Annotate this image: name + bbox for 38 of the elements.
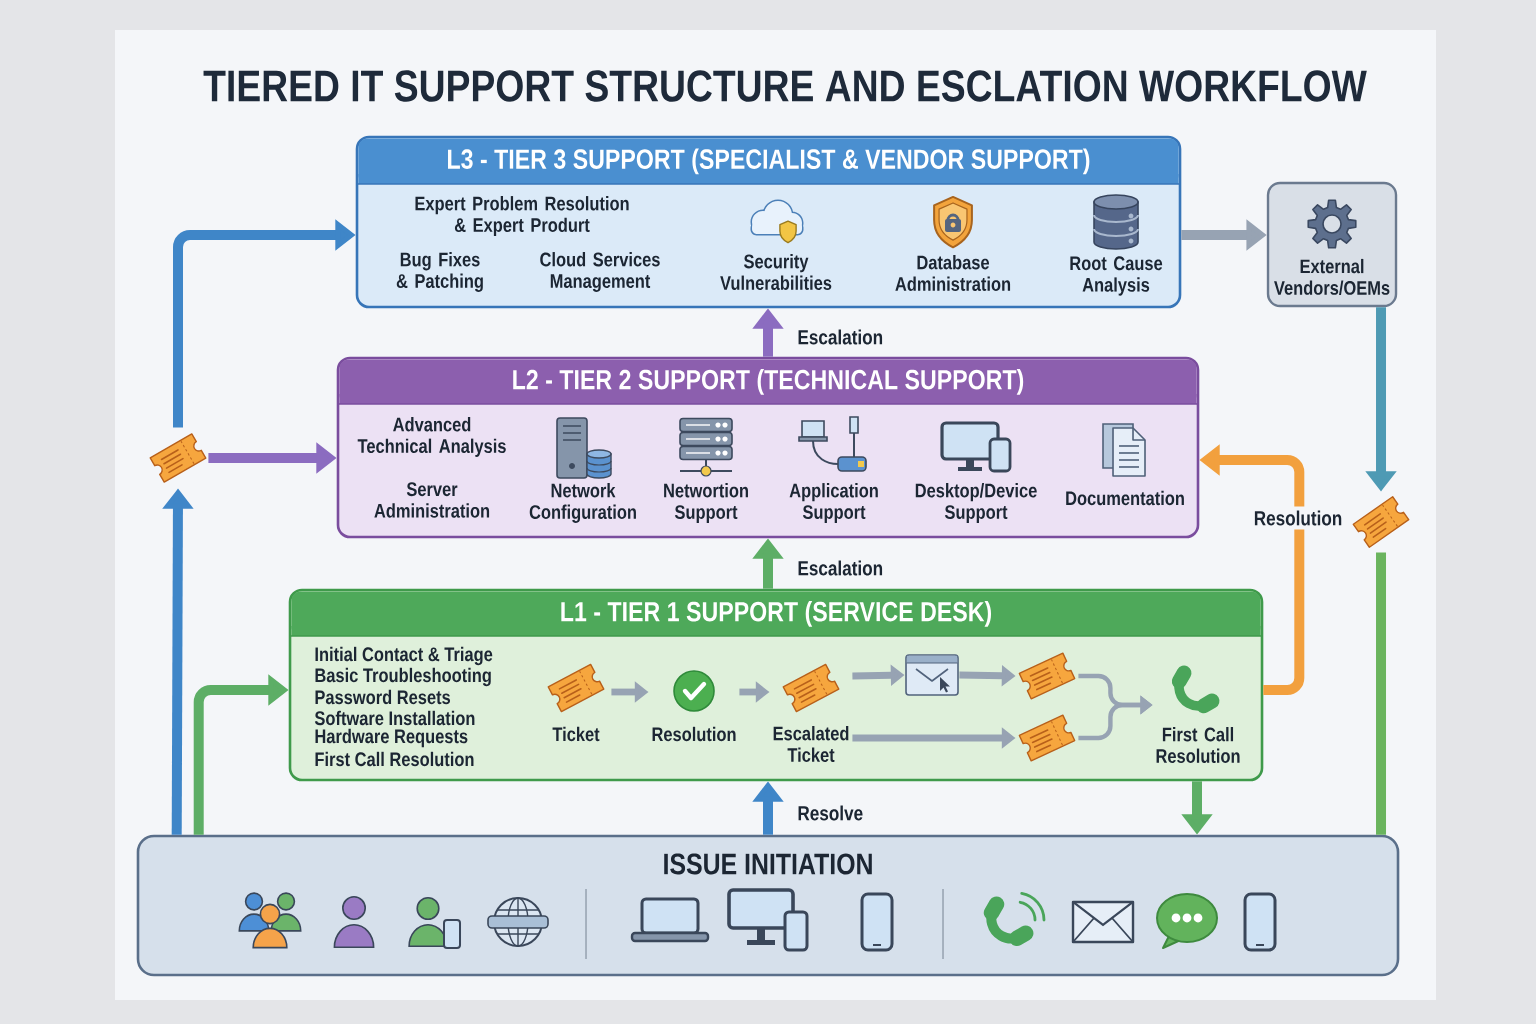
item-label: Expert Problem Resolution & Expert Produrt	[415, 196, 629, 236]
connector-line	[1376, 552, 1386, 835]
item-label: Basic Troubleshooting	[315, 667, 491, 687]
item-label: Networtion Support	[664, 483, 748, 523]
edge-label: Escalation	[793, 556, 888, 580]
vendor-box: External Vendors/OEMs	[1266, 181, 1398, 308]
ticket-icon	[1352, 496, 1410, 548]
item-label: Hardware Requests	[315, 728, 468, 748]
item-label: Software Installation	[314, 710, 475, 726]
item-label: Bug Fixes & Patching	[396, 252, 483, 292]
item-label: Desktop/Device Support	[915, 483, 1037, 523]
node-label: Ticket	[552, 726, 600, 742]
item-label: Root Cause Analysis	[1070, 256, 1163, 296]
item-label: Documentation	[1066, 490, 1184, 506]
item-label: Application Support	[789, 483, 878, 523]
node-label: First Call Resolution	[1156, 727, 1240, 763]
item-label: Password Resets	[315, 689, 451, 705]
ticket-icon	[149, 433, 207, 483]
edge-label: Escalation	[793, 325, 888, 349]
item-label: Cloud Services Management	[540, 252, 660, 292]
item-label: Initial Contact & Triage	[315, 646, 493, 666]
email-window-icon	[905, 654, 959, 696]
header-bar: L3 - TIER 3 SUPPORT (SPECIALIST & VENDOR SUPPORT)	[357, 138, 1180, 185]
edge-label: Resolve	[793, 801, 868, 825]
node-label: Escalated Ticket	[773, 726, 849, 762]
item-label: Security Vulnerabilities	[720, 254, 832, 290]
item-label: Server Administration	[374, 482, 490, 518]
panel-title: ISSUE INITIATION	[664, 853, 872, 875]
ticket-icon	[1018, 714, 1076, 762]
item-label: First Call Resolution	[315, 751, 474, 767]
header-bar: L1 - TIER 1 SUPPORT (SERVICE DESK)	[290, 591, 1262, 637]
header-bar: L2 - TIER 2 SUPPORT (TECHNICAL SUPPORT)	[338, 359, 1198, 405]
ticket-icon	[1018, 652, 1076, 700]
item-label: Database Administration	[895, 255, 1011, 291]
node-label: Resolution	[652, 726, 736, 742]
item-label: Network Configuration	[529, 483, 636, 523]
item-label: Advanced Technical Analysis	[357, 417, 506, 457]
title: TIERED IT SUPPORT STRUCTURE AND ESCLATION WORKFLOW	[203, 70, 1367, 102]
